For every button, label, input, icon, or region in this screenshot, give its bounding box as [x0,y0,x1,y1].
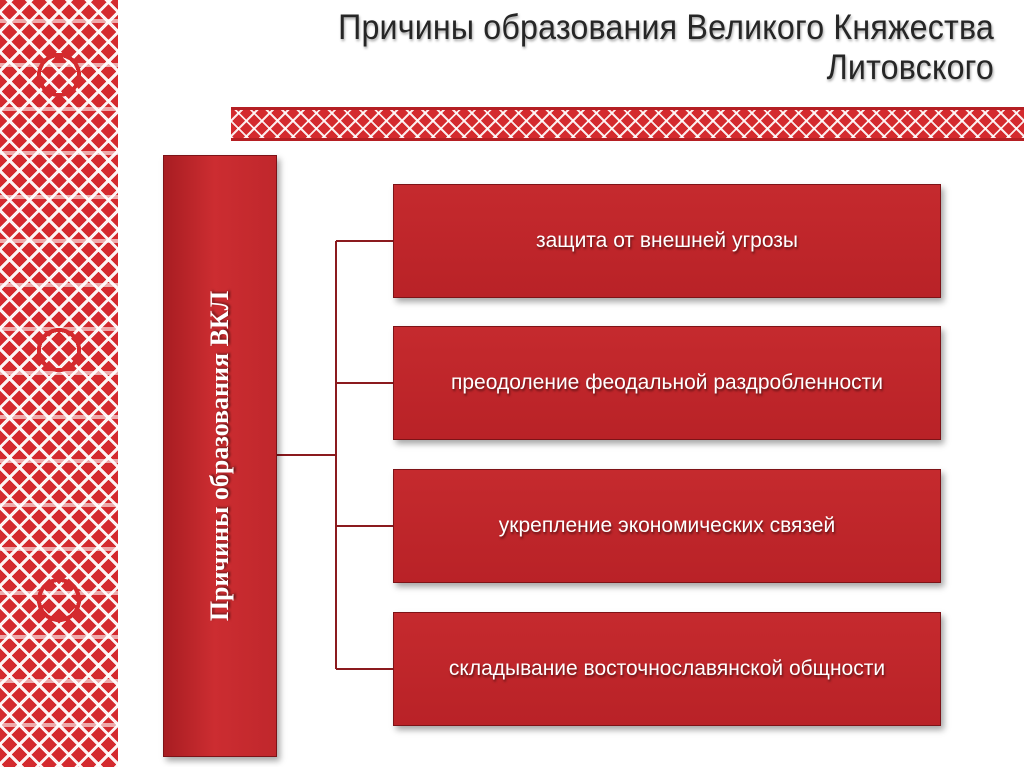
cause-box-1: защита от внешней угрозы [393,184,941,298]
cause-box-4: складывание восточнославянской общности [393,612,941,726]
main-cause-label: Причины образования ВКЛ [205,291,235,621]
cause-box-2: преодоление феодальной раздробленности [393,326,941,440]
cause-label-4: складывание восточнославянской общности [449,657,885,681]
cause-label-1: защита от внешней угрозы [536,229,798,253]
cause-label-3: укрепление экономических связей [499,514,835,538]
cause-label-2: преодоление феодальной раздробленности [451,371,883,395]
main-cause-box: Причины образования ВКЛ [163,155,277,757]
cause-box-3: укрепление экономических связей [393,469,941,583]
